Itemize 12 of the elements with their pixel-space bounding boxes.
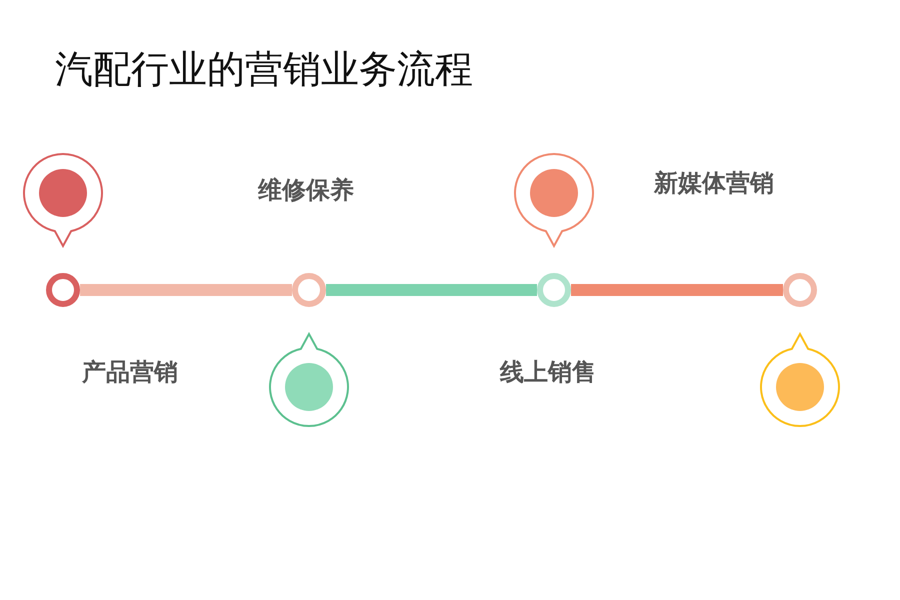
ring-marker <box>292 273 326 307</box>
title: 汽配行业的营销业务流程 <box>55 46 473 93</box>
stage-label: 线上销售 <box>500 357 596 387</box>
connector-bar <box>571 284 783 296</box>
ring-marker <box>537 273 571 307</box>
connector-bar <box>326 284 537 296</box>
stage-label: 产品营销 <box>82 357 178 387</box>
stage-label: 新媒体营销 <box>654 168 774 198</box>
ring-marker <box>783 273 817 307</box>
connector-bar <box>80 284 292 296</box>
stage-label: 维修保养 <box>258 175 354 205</box>
ring-marker <box>46 273 80 307</box>
